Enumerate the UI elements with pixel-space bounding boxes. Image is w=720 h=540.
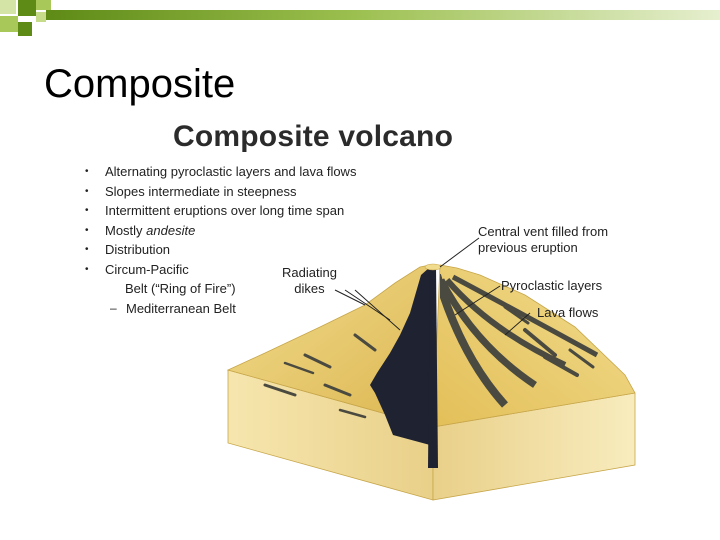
bullet-item: Slopes intermediate in steepness — [84, 182, 356, 202]
bullet-item: Intermittent eruptions over long time sp… — [84, 201, 356, 221]
bullet-item: Distribution — [84, 240, 356, 260]
sub-bullet-item: Mediterranean Belt — [84, 299, 356, 319]
volcano-cross-section — [226, 237, 636, 501]
bullet-list: Alternating pyroclastic layers and lava … — [84, 162, 356, 318]
corner-decoration — [0, 0, 720, 36]
central-vent-label: Central vent filled from previous erupti… — [478, 224, 609, 255]
bullet-item: Alternating pyroclastic layers and lava … — [84, 162, 356, 182]
bullet-item: Circum-Pacific — [84, 260, 356, 280]
bullet-item: Mostly andesite — [84, 221, 356, 241]
pyroclastic-layers-label: Pyroclastic layers — [501, 278, 603, 293]
emphasis-andesite: andesite — [146, 222, 196, 238]
slide-title: Composite — [44, 62, 236, 106]
lava-flows-label: Lava flows — [537, 305, 599, 320]
radiating-dikes-label: Radiating dikes — [282, 265, 337, 296]
sub-bullet-item: Belt (“Ring of Fire”) — [125, 281, 236, 296]
diagram-title: Composite volcano — [173, 120, 454, 153]
